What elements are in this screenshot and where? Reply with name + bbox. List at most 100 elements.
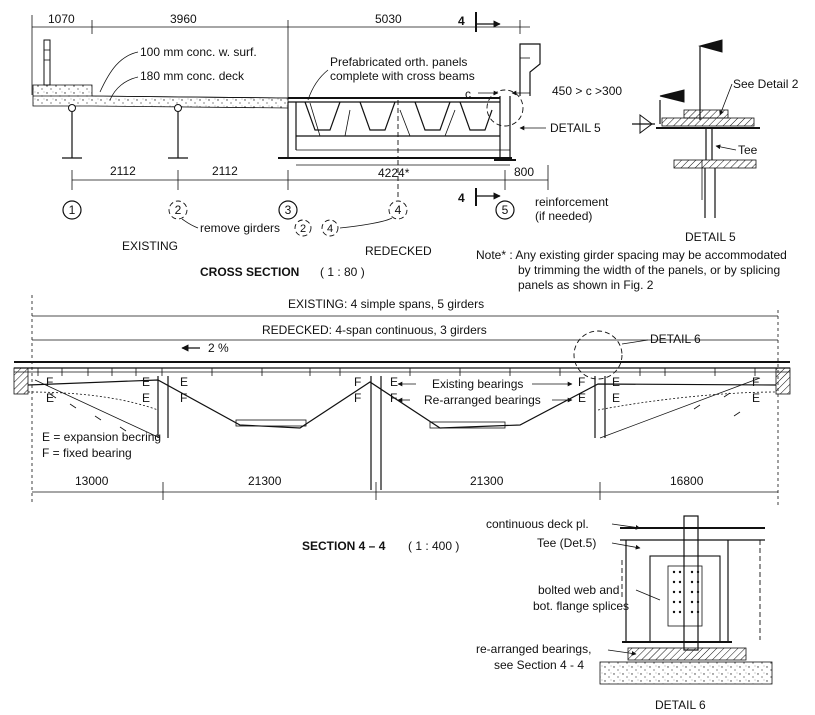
detail-6-reference: DETAIL 6 xyxy=(650,332,701,346)
girder-number-3: 3 xyxy=(278,200,298,220)
svg-text:E: E xyxy=(752,391,760,405)
c-label: c xyxy=(465,87,471,101)
svg-text:E: E xyxy=(612,375,620,389)
detail-5-title: DETAIL 5 xyxy=(685,230,736,244)
dim-span-3: 4224* xyxy=(378,166,410,180)
svg-text:4: 4 xyxy=(395,203,402,217)
svg-text:E: E xyxy=(142,391,150,405)
span-dimensions: 13000 21300 21300 16800 xyxy=(32,474,778,500)
section-cut-marker-bottom: 4 xyxy=(458,188,501,206)
svg-text:3: 3 xyxy=(285,203,292,217)
girder-3 xyxy=(278,102,298,159)
existing-girder-2 xyxy=(168,104,188,159)
svg-text:E: E xyxy=(390,375,398,389)
dim-redecked-width: 5030 xyxy=(375,12,402,26)
dim-existing-width: 3960 xyxy=(170,12,197,26)
cross-section-top-dimensions: 1070 3960 5030 xyxy=(31,12,530,100)
detail-6-deck-plate: continuous deck pl. xyxy=(486,517,589,531)
svg-text:E: E xyxy=(578,391,586,405)
general-note: Note* : Any existing girder spacing may … xyxy=(476,248,787,292)
note-panels-1: Prefabricated orth. panels xyxy=(330,55,467,69)
svg-text:E: E xyxy=(142,375,150,389)
bearing-letters: F E E E E F F F E F F E E E F E xyxy=(46,375,760,405)
detail-6-splices-2: bot. flange splices xyxy=(533,599,629,613)
detail-6-title: DETAIL 6 xyxy=(655,698,706,712)
right-abutment xyxy=(775,367,791,395)
pier-3 xyxy=(594,376,606,438)
svg-text:16800: 16800 xyxy=(670,474,704,488)
remove-girders-note: remove girders xyxy=(200,221,280,235)
svg-text:Note* : Any existing girder sp: Note* : Any existing girder spacing may … xyxy=(476,248,787,262)
detail-5-callout xyxy=(486,89,524,127)
svg-text:4: 4 xyxy=(458,191,465,205)
svg-text:E: E xyxy=(180,375,188,389)
deck-cross-beams xyxy=(37,368,756,376)
section-4-4-scale: ( 1 : 400 ) xyxy=(408,539,459,553)
existing-bearings-note: Existing bearings xyxy=(432,377,523,391)
redecked-spans-description: REDECKED: 4-span continuous, 3 girders xyxy=(262,323,487,337)
reinforcement-note-1: reinforcement xyxy=(535,195,609,209)
svg-text:4: 4 xyxy=(458,14,465,28)
c-range: 450 > c >300 xyxy=(552,84,622,98)
dim-span-1: 2112 xyxy=(110,164,136,178)
svg-text:F: F xyxy=(180,391,187,405)
dim-cantilever: 1070 xyxy=(48,12,75,26)
removed-girder-refs: 2 4 xyxy=(294,217,393,237)
rearranged-bearings-note: Re-arranged bearings xyxy=(424,393,541,407)
svg-text:2: 2 xyxy=(175,203,182,217)
label-existing: EXISTING xyxy=(122,239,178,253)
svg-text:5: 5 xyxy=(502,203,509,217)
removed-girder-4 xyxy=(388,100,408,159)
dim-overhang: 800 xyxy=(514,165,534,179)
note-deck: 180 mm conc. deck xyxy=(140,69,245,83)
detail-6-rearranged-1: re-arranged bearings, xyxy=(476,642,591,656)
detail-5-tee: Tee xyxy=(738,143,758,157)
detail-5: See Detail 2 Tee DETAIL 5 xyxy=(632,39,799,244)
railing-post xyxy=(43,39,51,86)
pier-1 xyxy=(157,376,169,438)
svg-text:21300: 21300 xyxy=(248,474,282,488)
cross-section: 1070 3960 5030 4 100 mm conc. w. surf. 1… xyxy=(31,12,622,279)
svg-text:F: F xyxy=(578,375,585,389)
detail-6-splices-1: bolted web and xyxy=(538,583,619,597)
girder-number-4: 4 xyxy=(388,200,408,220)
svg-text:F: F xyxy=(752,375,759,389)
pier-2 xyxy=(370,376,382,490)
slope-label: 2 % xyxy=(208,341,229,355)
detail-6: continuous deck pl. Tee (Det.5) bolted w… xyxy=(476,515,773,712)
detail-6-tee: Tee (Det.5) xyxy=(537,536,596,550)
svg-text:F: F xyxy=(354,375,361,389)
note-surfacing: 100 mm conc. w. surf. xyxy=(140,45,257,59)
cross-section-scale: ( 1 : 80 ) xyxy=(320,265,365,279)
svg-text:F: F xyxy=(46,375,53,389)
parapet xyxy=(519,43,541,96)
existing-spans-description: EXISTING: 4 simple spans, 5 girders xyxy=(288,297,484,311)
svg-text:13000: 13000 xyxy=(75,474,109,488)
cross-section-bottom-dimensions: 2112 2112 4224* 800 xyxy=(71,160,549,200)
detail-5-reference: DETAIL 5 xyxy=(550,121,601,135)
section-4-4-title: SECTION 4 – 4 xyxy=(302,539,386,553)
see-detail-2: See Detail 2 xyxy=(733,77,799,91)
svg-text:by trimming the width of the p: by trimming the width of the panels, or … xyxy=(518,263,780,277)
svg-text:E: E xyxy=(612,391,620,405)
svg-text:4: 4 xyxy=(327,223,333,235)
girder-number-2: 2 xyxy=(168,200,188,220)
girder-number-1: 1 xyxy=(62,200,82,220)
svg-text:panels as shown in Fig. 2: panels as shown in Fig. 2 xyxy=(518,278,654,292)
left-abutment xyxy=(13,367,29,395)
reinforcement-note-2: (if needed) xyxy=(535,209,592,223)
section-4-4: EXISTING: 4 simple spans, 5 girders REDE… xyxy=(13,295,791,553)
legend-expansion: E = expansion becring xyxy=(42,430,161,444)
svg-text:2: 2 xyxy=(300,223,306,235)
dim-span-2: 2112 xyxy=(212,164,238,178)
svg-text:21300: 21300 xyxy=(470,474,504,488)
existing-girder-1 xyxy=(62,104,82,159)
svg-text:E: E xyxy=(46,391,54,405)
detail-6-rearranged-2: see Section 4 - 4 xyxy=(494,658,584,672)
girder-number-5: 5 xyxy=(495,200,515,220)
cross-section-title: CROSS SECTION xyxy=(200,265,299,279)
svg-text:F: F xyxy=(390,391,397,405)
redecked-orthotropic-panel xyxy=(288,97,512,166)
legend-fixed: F = fixed bearing xyxy=(42,446,132,460)
